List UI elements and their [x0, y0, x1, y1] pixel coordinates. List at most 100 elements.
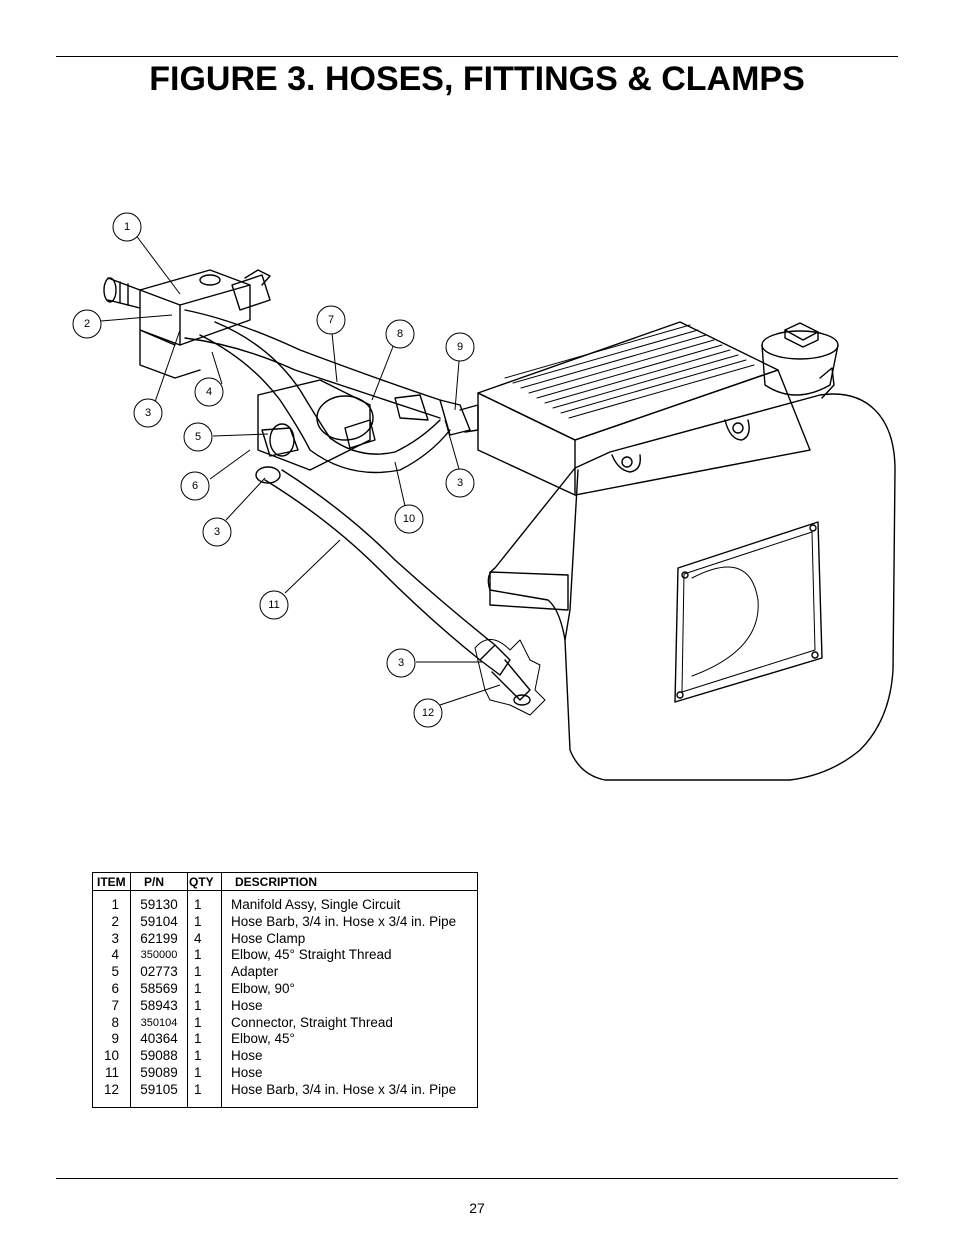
table-cell-item: 2	[111, 913, 119, 929]
callout-circle	[445, 332, 475, 362]
table-cell-description: Hose Barb, 3/4 in. Hose x 3/4 in. Pipe	[231, 913, 457, 929]
callout-label: 10	[403, 513, 415, 525]
table-cell-pn: 59130	[140, 897, 178, 912]
table-cell-pn: 59088	[140, 1048, 178, 1064]
hose-7	[184, 309, 441, 419]
callout-label: 3	[214, 526, 220, 538]
callout-label: 3	[457, 477, 463, 489]
callout-label: 6	[192, 480, 198, 492]
heatsink-front	[477, 392, 576, 496]
table-cell-qty: 1	[194, 1031, 202, 1047]
table-cell-description: Manifold Assy, Single Circuit	[231, 897, 401, 912]
callout-label: 5	[195, 431, 201, 443]
callout-circle	[413, 698, 443, 728]
table-cell-description: Hose	[231, 1048, 263, 1064]
table-cell-item: 9	[111, 1031, 119, 1047]
table-cell-pn: 02773	[140, 964, 178, 980]
callout-circle	[72, 309, 102, 339]
bottom-rule	[56, 1178, 898, 1179]
table-cell-item: 8	[111, 1014, 119, 1030]
table-cell-pn: 350104	[140, 1016, 178, 1029]
table-cell-qty: 1	[194, 981, 202, 996]
table-cell-qty: 1	[194, 947, 202, 963]
callout-label: 4	[206, 386, 212, 398]
table-cell-qty: 1	[194, 1014, 202, 1030]
table-cell-pn: 59104	[140, 913, 178, 929]
callout-circle	[386, 648, 416, 678]
manifold-block	[139, 269, 251, 346]
table-cell-description: Hose Clamp	[231, 930, 306, 946]
table-cell-pn: 350000	[140, 949, 178, 962]
callout-label: 8	[397, 328, 403, 340]
header-description: DESCRIPTION	[235, 875, 318, 889]
header-qty: QTY	[189, 875, 214, 889]
top-rule	[56, 56, 898, 57]
tank-body	[487, 393, 896, 781]
assembly-drawing: 1 2 3 4 5 6 3 7 8 9 3 10 11 3 12	[72, 212, 896, 781]
callout-circle	[202, 517, 232, 547]
table-cell-item: 6	[111, 981, 119, 996]
table-cell-description: Elbow, 45° Straight Thread	[231, 947, 392, 963]
table-cell-qty: 1	[194, 1048, 202, 1064]
callout-label: 7	[328, 314, 334, 326]
table-cell-item: 7	[111, 997, 119, 1013]
table-cell-qty: 1	[194, 997, 202, 1013]
tank-front-edge	[564, 469, 579, 641]
parts-table: ITEM P/N QTY DESCRIPTION 1 59130 1 Manifold…	[92, 872, 478, 1108]
table-cell-description: Adapter	[231, 964, 279, 980]
callout-label: 12	[422, 707, 434, 719]
table-cell-qty: 1	[194, 897, 202, 912]
callout-label: 2	[84, 318, 90, 330]
column-divider	[187, 873, 188, 1107]
callout-label: 3	[145, 407, 151, 419]
callout-label: 9	[457, 341, 463, 353]
table-cell-qty: 1	[194, 913, 202, 929]
table-cell-description: Connector, Straight Thread	[231, 1014, 393, 1030]
header-pn: P/N	[144, 875, 165, 889]
callout-circle	[180, 471, 210, 501]
header-item: ITEM	[97, 875, 126, 889]
table-cell-pn: 59089	[140, 1065, 178, 1080]
table-cell-qty: 1	[194, 964, 202, 980]
table-cell-pn: 62199	[140, 930, 178, 946]
callout-label: 3	[398, 657, 404, 669]
callout-circle	[183, 422, 213, 452]
callout-circle	[316, 305, 346, 335]
table-cell-pn: 40364	[140, 1031, 178, 1047]
hose-11	[264, 469, 496, 661]
table-cell-description: Hose Barb, 3/4 in. Hose x 3/4 in. Pipe	[231, 1081, 457, 1097]
table-cell-item: 4	[111, 947, 119, 963]
callout-circle	[445, 468, 475, 498]
table-cell-pn: 58943	[140, 997, 178, 1013]
table-cell-description: Hose	[231, 997, 263, 1013]
callout-circle	[394, 504, 424, 534]
heatsink-side	[574, 369, 811, 496]
table-cell-qty: 1	[194, 1065, 202, 1080]
table-cell-item: 12	[103, 1081, 119, 1097]
column-divider	[130, 873, 131, 1107]
table-cell-qty: 1	[194, 1081, 202, 1097]
table-cell-item: 3	[111, 930, 119, 946]
window-frame	[674, 521, 823, 703]
table-cell-item: 11	[104, 1065, 119, 1080]
callout-circle	[259, 590, 289, 620]
callout-label: 11	[268, 599, 279, 611]
tank-side-panel	[489, 571, 569, 611]
table-cell-description: Elbow, 45°	[231, 1031, 295, 1047]
page-title: FIGURE 3. HOSES, FITTINGS & CLAMPS	[149, 60, 805, 98]
table-cell-pn: 59105	[140, 1081, 178, 1097]
table-cell-description: Hose	[231, 1065, 263, 1080]
table-cell-item: 10	[103, 1048, 119, 1064]
table-cell-description: Elbow, 90°	[231, 981, 295, 996]
table-header	[93, 873, 477, 891]
table-cell-item: 5	[111, 964, 119, 980]
column-divider	[221, 873, 222, 1107]
table-cell-item: 1	[111, 897, 119, 912]
callout-circle	[385, 319, 415, 349]
callout-circle	[133, 398, 163, 428]
callout-circle	[112, 212, 142, 242]
table-cell-pn: 58569	[140, 981, 178, 996]
table-cell-qty: 4	[194, 930, 202, 946]
pump-body	[257, 379, 371, 471]
callout-label: 1	[124, 221, 130, 233]
